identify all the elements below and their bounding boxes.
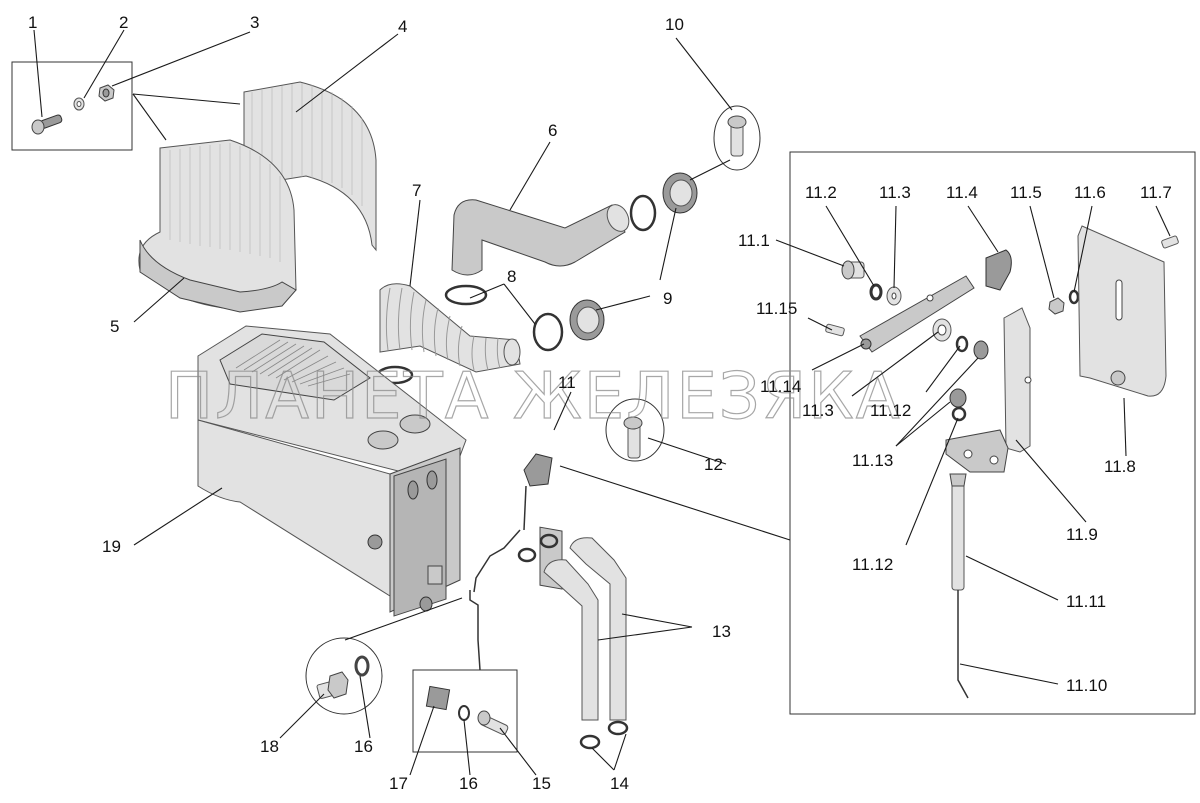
grommet-9b (569, 299, 605, 341)
label-8: 8 (507, 267, 516, 286)
label-5: 5 (110, 317, 119, 336)
label-12: 12 (704, 455, 723, 474)
gasket-17 (425, 685, 451, 711)
label-11-1: 11.1 (738, 231, 770, 250)
label-11-4: 11.4 (946, 183, 978, 202)
nut-11-13a (973, 340, 989, 360)
bolt-12-detail (605, 398, 665, 462)
drain-plug-18-detail (305, 637, 383, 715)
label-18: 18 (260, 737, 279, 756)
label-11-8: 11.8 (1104, 457, 1136, 476)
label-11-9: 11.9 (1066, 525, 1098, 544)
bracket-11-9 (945, 307, 1032, 473)
knob-11-4 (985, 249, 1012, 291)
label-11-11: 11.11 (1066, 592, 1106, 611)
washer-11-6 (1068, 289, 1080, 305)
washer-16-inset (458, 705, 470, 721)
label-11-6: 11.6 (1074, 183, 1106, 202)
nut-11-5 (1048, 297, 1065, 315)
label-11: 11 (558, 373, 576, 392)
washer-11-12a (955, 335, 969, 353)
label-4: 4 (398, 17, 407, 36)
hose-clamps-14 (517, 533, 629, 750)
label-13: 13 (712, 622, 731, 641)
washer-11-2 (869, 283, 883, 301)
pin-11-1 (841, 260, 865, 280)
lever-11-14 (859, 275, 975, 353)
mounting-plate-11-8 (1077, 225, 1167, 397)
label-11-2: 11.2 (805, 183, 837, 202)
washer-11-3 (886, 286, 902, 306)
washer-2 (73, 97, 85, 111)
air-guide-housing-5 (138, 139, 297, 313)
label-19: 19 (102, 537, 121, 556)
nut-3 (98, 84, 115, 102)
hose-clamps-8 (376, 284, 564, 385)
label-7: 7 (412, 181, 421, 200)
clamp-6a (629, 194, 657, 232)
label-11-7: 11.7 (1140, 183, 1172, 202)
label-11-13: 11.13 (852, 451, 893, 470)
wire-11-10 (957, 590, 969, 699)
bolt-10-detail (713, 105, 761, 171)
label-15: 15 (532, 774, 551, 793)
label-1: 1 (28, 13, 37, 32)
heater-unit-19 (197, 325, 467, 617)
fastener-inset-frame (11, 61, 133, 151)
nut-11-13b (949, 388, 967, 408)
label-11-12b: 11.12 (852, 555, 893, 574)
flexible-hose-7 (379, 283, 521, 373)
label-6: 6 (548, 121, 557, 140)
air-duct-6 (451, 199, 630, 276)
label-14: 14 (610, 774, 629, 793)
coolant-hoses-13 (543, 537, 627, 721)
screw-11-15 (825, 323, 845, 337)
cable-11-11 (949, 473, 967, 591)
label-11-10: 11.10 (1066, 676, 1107, 695)
screw-11-7 (1161, 235, 1179, 249)
label-9: 9 (663, 289, 672, 308)
washer-16-detail (354, 655, 370, 677)
washer-11-3b (932, 318, 952, 342)
label-2: 2 (119, 13, 128, 32)
label-11-5: 11.5 (1010, 183, 1042, 202)
drain-plug-15 (477, 710, 509, 735)
watermark-text: ПЛАНЕТА ЖЕЛЕЗЯКА (165, 360, 901, 434)
bolt-1 (31, 114, 63, 135)
drain-inset-frame (412, 669, 518, 753)
label-16b: 16 (459, 774, 478, 793)
label-10: 10 (665, 15, 684, 34)
label-17: 17 (389, 774, 408, 793)
leader-lines (33, 29, 1171, 776)
label-16a: 16 (354, 737, 373, 756)
washer-11-12b (951, 406, 967, 422)
label-11-3: 11.3 (879, 183, 911, 202)
label-11-3b: 11.3 (802, 401, 834, 420)
label-11-12a: 11.12 (870, 401, 911, 420)
detail-11-frame (789, 151, 1196, 715)
label-11-15: 11.15 (756, 299, 797, 318)
grommet-9a (662, 172, 698, 214)
label-11-14: 11.14 (760, 377, 801, 396)
label-3: 3 (250, 13, 259, 32)
